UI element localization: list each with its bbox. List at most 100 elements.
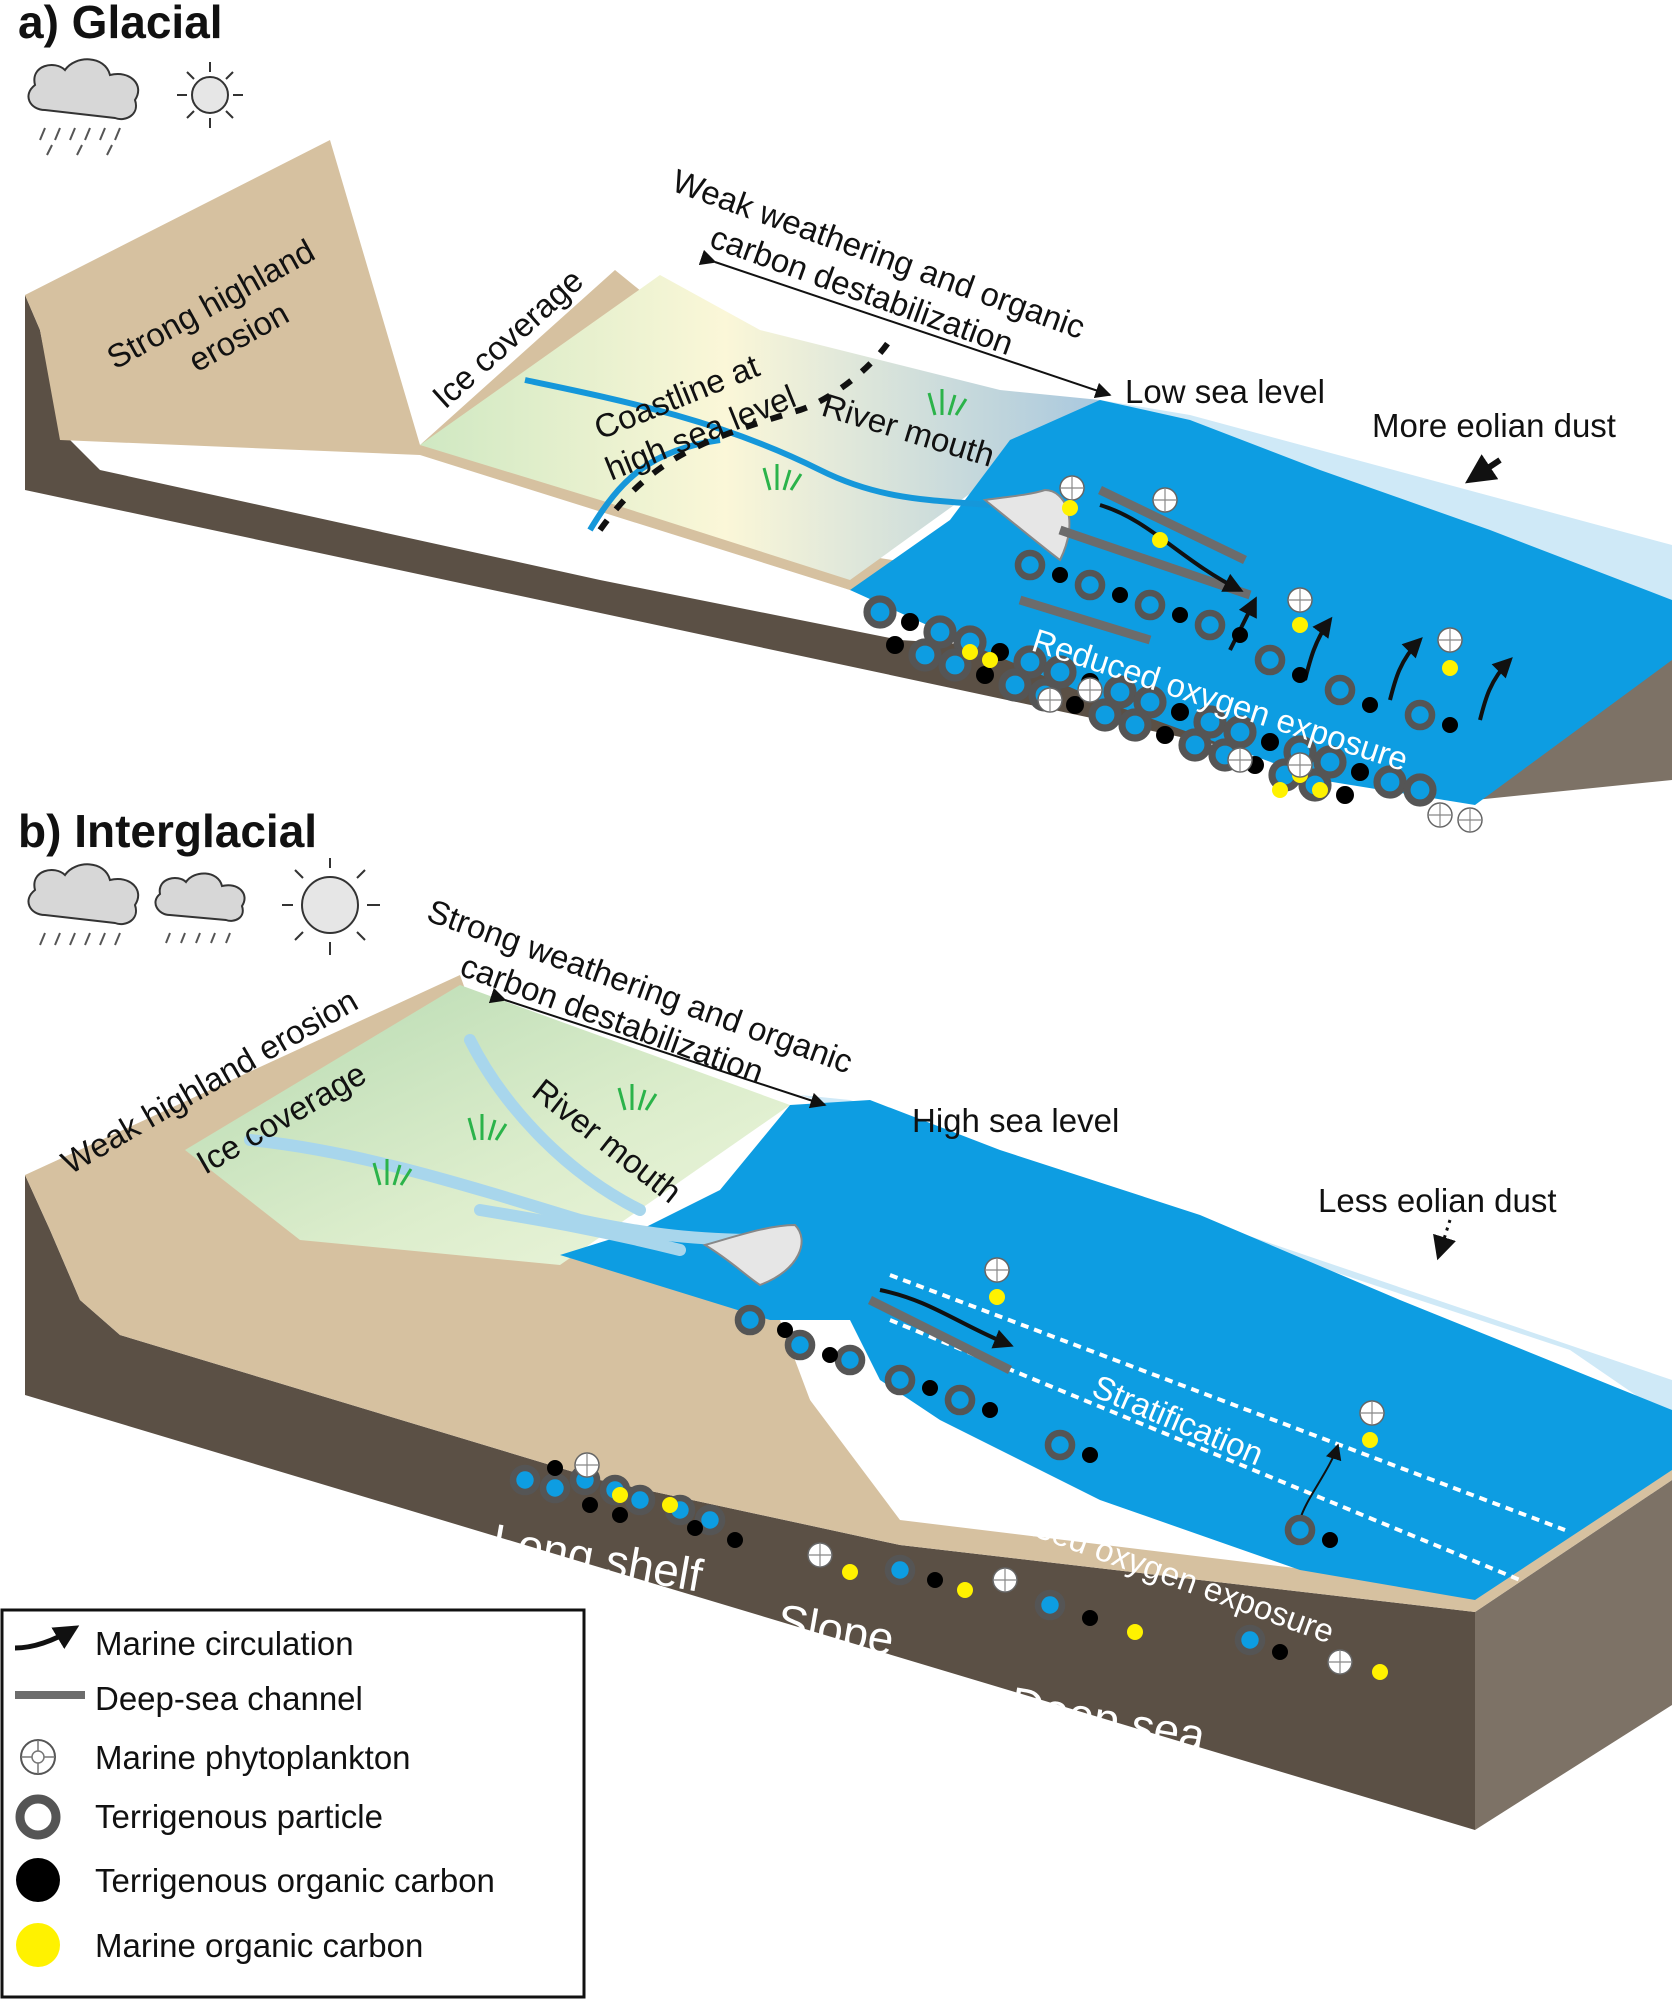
marine-phytoplankton: [1427, 802, 1453, 828]
terrigenous-organic-carbon: [547, 1460, 563, 1476]
panel-a-title: a) Glacial: [18, 0, 223, 48]
terrigenous-particle: [694, 1504, 726, 1536]
terrigenous-particle: [834, 1344, 866, 1376]
terrigenous-organic-carbon: [582, 1497, 598, 1513]
yellow-dot-icon: [16, 1923, 60, 1967]
marine-organic-carbon: [1062, 500, 1078, 516]
marine-organic-carbon: [989, 1289, 1005, 1305]
terrigenous-organic-carbon: [1082, 1447, 1098, 1463]
terrigenous-particle: [1403, 773, 1437, 807]
terrigenous-particle: [908, 638, 942, 672]
terrigenous-organic-carbon: [1362, 697, 1378, 713]
terrigenous-particle: [539, 1472, 571, 1504]
particles-panel-a: [863, 475, 1483, 833]
terrigenous-organic-carbon: [927, 1572, 943, 1588]
deep-sea-channel: [867, 1295, 1013, 1375]
circulation-arrow-icon: [14, 1625, 80, 1651]
terrigenous-particle: [1043, 655, 1077, 689]
weather-icons-a: [27, 58, 243, 156]
legend-label: Terrigenous particle: [95, 1798, 383, 1835]
marine-phytoplankton: [1152, 487, 1178, 513]
marine-organic-carbon: [1152, 532, 1168, 548]
legend-label: Marine organic carbon: [95, 1927, 423, 1964]
terrigenous-organic-carbon: [1066, 696, 1084, 714]
terrigenous-organic-carbon: [1272, 1644, 1288, 1660]
marine-organic-carbon: [662, 1497, 678, 1513]
marine-phytoplankton: [1359, 1400, 1385, 1426]
marine-organic-carbon: [1292, 617, 1308, 633]
panel-a: [25, 140, 1672, 833]
marine-organic-carbon: [1372, 1664, 1388, 1680]
marine-phytoplankton: [1227, 747, 1253, 773]
legend-item-terrigenous-oc: Terrigenous organic carbon: [16, 1858, 495, 1902]
terrigenous-particle: [1133, 685, 1167, 719]
legend-item-circulation: Marine circulation: [14, 1625, 354, 1662]
marine-phytoplankton: [807, 1542, 833, 1568]
vegetated-land: [420, 275, 1100, 580]
sea-level-label: Low sea level: [1125, 373, 1325, 410]
marine-phytoplankton: [1327, 1649, 1353, 1675]
deep-sea-label: Deep sea: [1034, 853, 1237, 932]
terrigenous-organic-carbon: [901, 613, 919, 631]
legend-label: Marine circulation: [95, 1625, 354, 1662]
terrigenous-organic-carbon: [922, 1380, 938, 1396]
coastline-dashed: [597, 338, 893, 532]
marine-phytoplankton: [1287, 587, 1313, 613]
terrigenous-particle: [938, 648, 972, 682]
terrigenous-organic-carbon: [777, 1322, 793, 1338]
terrigenous-particle: [863, 595, 897, 629]
cloud-rain-icon: [154, 872, 246, 944]
terrigenous-particle: [1373, 765, 1407, 799]
terrigenous-particle: [1313, 745, 1347, 779]
terrigenous-particle: [1103, 675, 1137, 709]
marine-phytoplankton: [1077, 677, 1103, 703]
eolian-dust-label: More eolian dust: [1372, 407, 1616, 444]
terrigenous-organic-carbon: [1112, 587, 1128, 603]
terrigenous-particle: [1014, 549, 1046, 581]
terrigenous-particle: [1013, 645, 1047, 679]
terrigenous-organic-carbon: [976, 666, 994, 684]
river: [524, 377, 991, 508]
block-side-face: [25, 1175, 1475, 1830]
terrigenous-organic-carbon: [687, 1520, 703, 1536]
marine-organic-carbon: [1312, 782, 1328, 798]
marine-organic-carbon: [982, 652, 998, 668]
sun-icon: [177, 62, 243, 128]
marine-phytoplankton: [992, 1567, 1018, 1593]
marine-organic-carbon: [1272, 782, 1288, 798]
terrigenous-particle: [1088, 698, 1122, 732]
weathering-double-arrow: [488, 987, 827, 1109]
terrigenous-particle: [884, 1364, 916, 1396]
river-mouth-fan-icon: [702, 1223, 803, 1287]
phytoplankton-icon: [20, 1739, 56, 1775]
eolian-dust-arrow: [1433, 1219, 1456, 1261]
marine-circulation-arrow: [879, 1288, 1014, 1349]
marine-organic-carbon: [842, 1564, 858, 1580]
terrigenous-organic-carbon: [1322, 1532, 1338, 1548]
terrigenous-particle: [1223, 715, 1257, 749]
terrigenous-particle: [923, 615, 957, 649]
marine-phytoplankton: [1457, 807, 1483, 833]
terrigenous-particle: [944, 1384, 976, 1416]
marine-organic-carbon: [962, 644, 978, 660]
terrigenous-organic-carbon: [1052, 567, 1068, 583]
grass-icon: [762, 389, 968, 491]
rivers: [244, 1034, 766, 1256]
terrigenous-organic-carbon: [1292, 667, 1308, 683]
weathering-double-arrow: [698, 249, 1112, 398]
legend-item-terrigenous-particle: Terrigenous particle: [15, 1794, 383, 1840]
upwelling-arrow: [1299, 1443, 1342, 1521]
legend-box: [0, 1608, 586, 1999]
terrigenous-particle: [998, 668, 1032, 702]
legend-item-phytoplankton: Marine phytoplankton: [20, 1739, 411, 1776]
terrigenous-organic-carbon: [612, 1507, 628, 1523]
terrigenous-organic-carbon: [1232, 627, 1248, 643]
terrigenous-organic-carbon: [1156, 726, 1174, 744]
legend-item-marine-oc: Marine organic carbon: [16, 1923, 423, 1967]
terrigenous-particle: [1404, 699, 1436, 731]
cloud-rain-icon: [27, 58, 140, 156]
legend-label: Deep-sea channel: [95, 1680, 363, 1717]
legend: Marine circulation Deep-sea channel Mari…: [0, 1608, 586, 1999]
terrigenous-particle: [1134, 589, 1166, 621]
